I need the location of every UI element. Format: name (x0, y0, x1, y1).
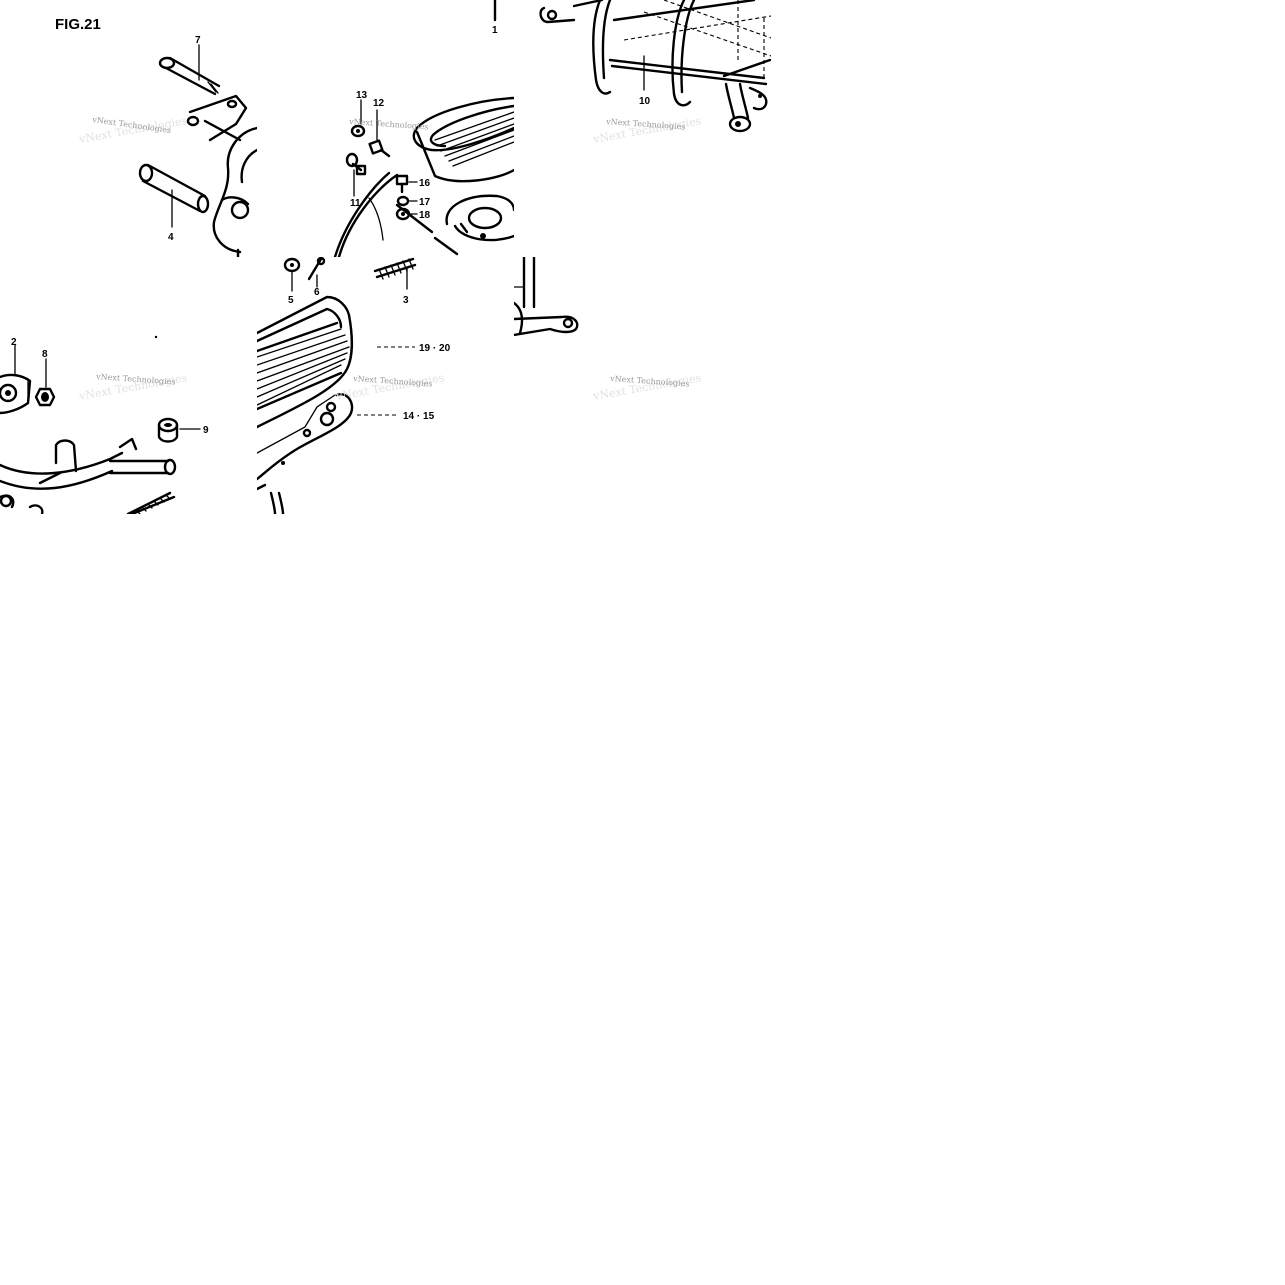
stay-rod (337, 173, 399, 257)
callout-6: 6 (314, 287, 320, 298)
callout-9: 9 (203, 425, 209, 436)
rubber-cap-9 (157, 417, 179, 443)
stand-frame (0, 437, 177, 514)
step-plate-upper (412, 96, 514, 183)
bracket-plate-14-15 (257, 393, 354, 514)
switch-12 (368, 139, 391, 158)
washer-13 (350, 124, 366, 138)
watermark: vNext Technologies (348, 117, 429, 132)
tile-step-hardware-drawing: 1 (333, 0, 514, 257)
callout-16: 16 (419, 178, 431, 189)
callout-19-20: 19 · 20 (419, 343, 451, 354)
callout-4: 4 (168, 232, 174, 243)
callout-10: 10 (639, 96, 651, 107)
washer-17 (396, 195, 410, 207)
callout-7: 7 (195, 35, 201, 46)
bolt-7 (158, 56, 221, 96)
nut-8 (34, 387, 56, 407)
step-board-19-20 (257, 295, 353, 429)
callout-5: 5 (288, 295, 294, 306)
callout-18: 18 (419, 210, 431, 221)
tile-step-board: 5 6 3 (257, 257, 514, 514)
callout-13: 13 (356, 90, 368, 101)
tile-rack: 10 vNext Technologies vNext Technologies (514, 0, 771, 257)
callout-2: 2 (11, 337, 17, 348)
nut-11 (345, 152, 367, 176)
callout-8: 8 (42, 349, 48, 360)
tile-bolts: FIG.21 7 4 (0, 0, 257, 257)
tile-bolts-drawing: FIG.21 7 4 (55, 16, 257, 257)
tile-step-board-drawing: 5 6 3 (257, 257, 451, 514)
tile-rack-tail: vNext Technologies vNext Technologies (514, 257, 771, 514)
callout-17: 17 (419, 197, 431, 208)
tile-stand: 2 8 9 (0, 257, 257, 514)
spring-3 (373, 257, 417, 280)
tile-stand-drawing: 2 8 9 (0, 335, 209, 514)
stand-spring (126, 491, 176, 514)
callout-11: 11 (350, 198, 361, 209)
tile-rack-tail-drawing: vNext Technologies vNext Technologies (514, 257, 702, 403)
callout-1: 1 (492, 25, 498, 36)
callout-3: 3 (403, 295, 409, 306)
pin-4 (138, 163, 210, 214)
step-bracket-ring (433, 194, 514, 256)
washer-18 (395, 207, 411, 221)
stand-bracket (186, 94, 257, 257)
carrier-rack-10 (539, 0, 771, 133)
tile-rack-drawing: 10 vNext Technologies vNext Technologies (539, 0, 771, 146)
pivot-block-2 (0, 373, 32, 415)
callout-14-15: 14 · 15 (403, 411, 435, 422)
rack-tail-mount (514, 257, 579, 337)
tile-step-hardware: 1 (257, 0, 514, 257)
bolt-16 (395, 174, 409, 194)
cotter-pin-6 (307, 257, 326, 281)
figure-title: FIG.21 (55, 16, 101, 33)
callout-12: 12 (373, 98, 385, 109)
